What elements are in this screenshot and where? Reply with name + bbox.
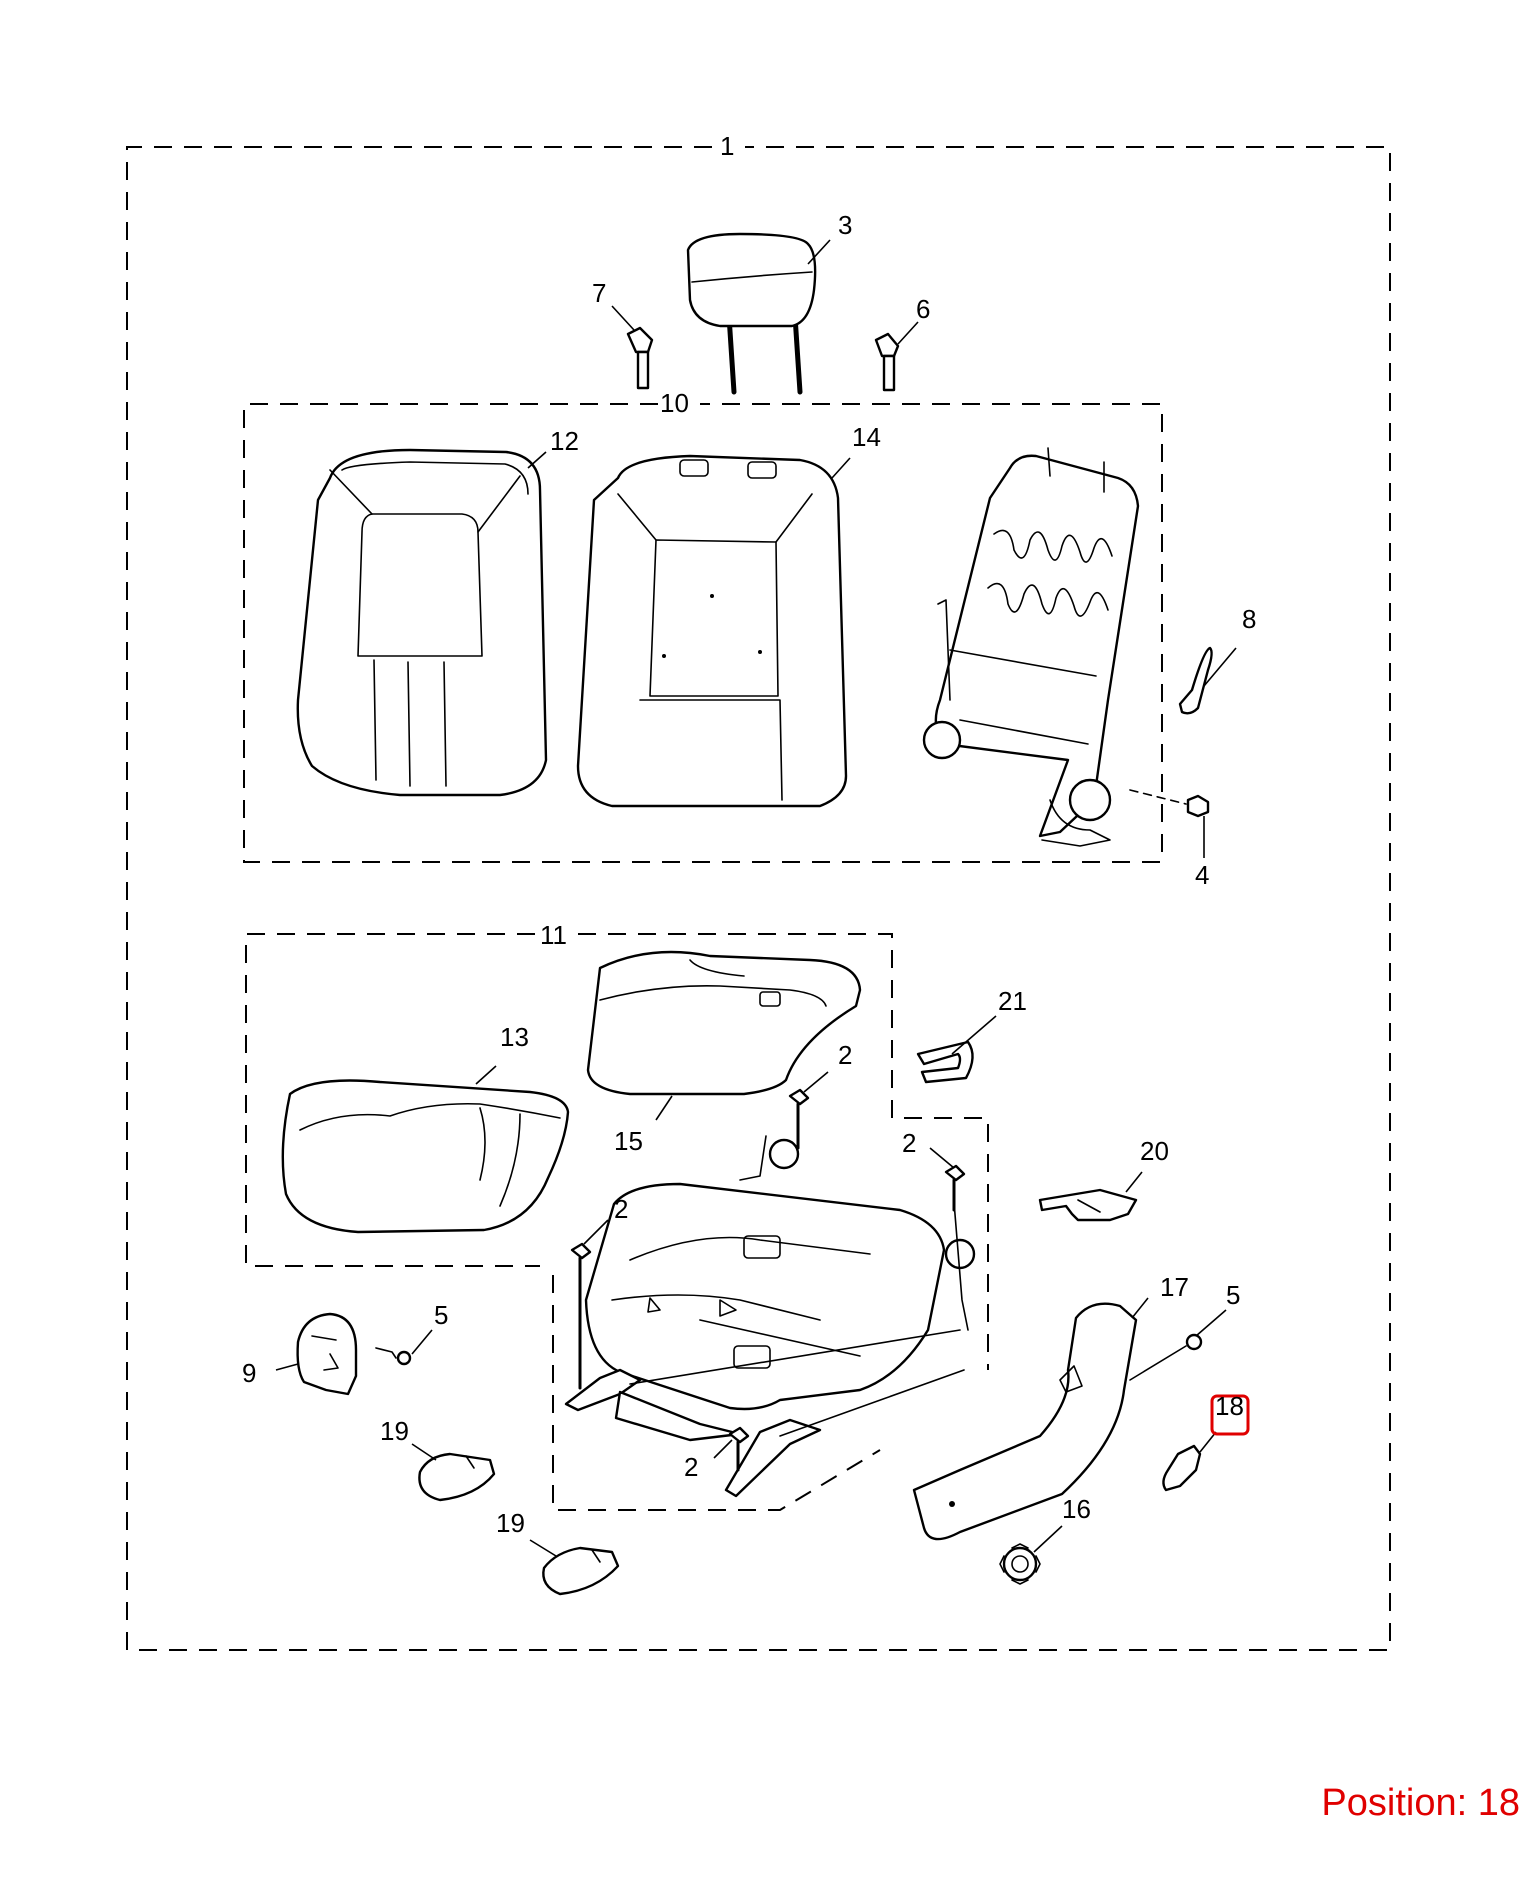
- callout-19b: 19: [496, 1508, 525, 1538]
- callout-21: 21: [998, 986, 1027, 1016]
- leader-lines: [275, 239, 1237, 1557]
- screw-5b[interactable]: [1129, 1333, 1203, 1381]
- group-box-cushion: [245, 933, 989, 1511]
- side-trim-panel-17[interactable]: [912, 1302, 1138, 1541]
- seat-base-frame-part[interactable]: [564, 1135, 976, 1498]
- callout-5a: 5: [434, 1300, 448, 1330]
- callout-10: 10: [660, 388, 689, 418]
- callout-2a: 2: [838, 1040, 852, 1070]
- headrest-guide-7[interactable]: [626, 326, 654, 390]
- callout-1: 1: [720, 131, 734, 161]
- bracket-20[interactable]: [1038, 1188, 1138, 1222]
- screw-5a[interactable]: [375, 1347, 412, 1366]
- cushion-cover-part[interactable]: [281, 1079, 570, 1234]
- callout-5b: 5: [1226, 1280, 1240, 1310]
- screw-2d[interactable]: [728, 1426, 750, 1472]
- callout-18: 18: [1215, 1391, 1244, 1421]
- callout-16: 16: [1062, 1494, 1091, 1524]
- clip-21[interactable]: [916, 1040, 974, 1084]
- group-box-seat-assembly: [126, 146, 1391, 1651]
- headrest-guide-6[interactable]: [874, 332, 900, 392]
- callout-8: 8: [1242, 604, 1256, 634]
- group-box-backrest: [243, 403, 1163, 863]
- callout-3: 3: [838, 210, 852, 240]
- callout-12: 12: [550, 426, 579, 456]
- position-label: Position: 18: [1321, 1782, 1520, 1824]
- screw-2b[interactable]: [944, 1164, 966, 1212]
- cover-19a[interactable]: [418, 1452, 496, 1502]
- callout-15: 15: [614, 1126, 643, 1156]
- callout-labels: 1 2 2 2 2 3 4 5 5 6 7 8 9 10 11 12 13 14…: [242, 131, 1256, 1538]
- backrest-cover-part[interactable]: [296, 448, 548, 797]
- screw-2c[interactable]: [570, 1242, 592, 1390]
- callout-19a: 19: [380, 1416, 409, 1446]
- callout-9: 9: [242, 1358, 256, 1388]
- callout-13: 13: [500, 1022, 529, 1052]
- callout-17: 17: [1160, 1272, 1189, 1302]
- highlight-box-18: [1210, 1394, 1250, 1436]
- callout-2b: 2: [902, 1128, 916, 1158]
- callout-20: 20: [1140, 1136, 1169, 1166]
- callout-7: 7: [592, 278, 606, 308]
- bolt-4[interactable]: [1129, 789, 1210, 858]
- callout-2c: 2: [614, 1194, 628, 1224]
- cover-19b[interactable]: [542, 1546, 620, 1596]
- cushion-pad-part[interactable]: [586, 950, 862, 1096]
- callout-4: 4: [1195, 860, 1209, 890]
- cap-18[interactable]: [1162, 1431, 1217, 1492]
- knob-16[interactable]: [999, 1543, 1041, 1585]
- headrest-part[interactable]: [686, 232, 817, 395]
- callout-11: 11: [540, 920, 567, 950]
- screw-2a[interactable]: [788, 1088, 810, 1150]
- recliner-lever-part[interactable]: [1178, 646, 1213, 715]
- cover-9[interactable]: [296, 1312, 358, 1396]
- backrest-frame-part[interactable]: [922, 447, 1140, 847]
- callout-14: 14: [852, 422, 881, 452]
- callout-6: 6: [916, 294, 930, 324]
- backrest-pad-part[interactable]: [576, 454, 848, 808]
- callout-2d: 2: [684, 1452, 698, 1482]
